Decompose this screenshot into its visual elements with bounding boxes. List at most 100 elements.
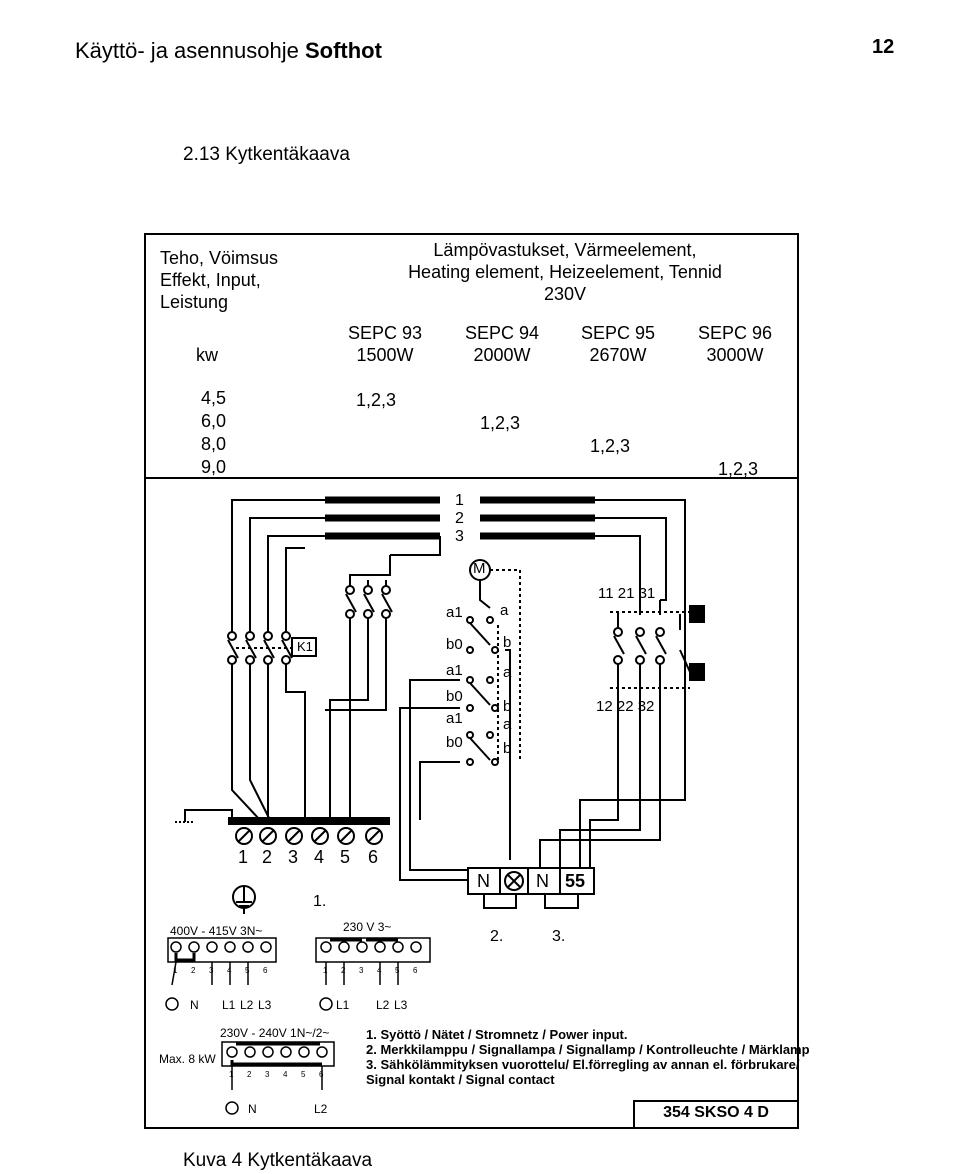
legend: 1. Syöttö / Nätet / Stromnetz / Power in… <box>366 1027 810 1087</box>
doc-code-box <box>633 1100 799 1129</box>
terminal-number-6: 6 <box>368 847 379 867</box>
title-prefix: Käyttö- ja asennusohje <box>75 38 299 63</box>
conn-230v1-label-l2: L2 <box>314 1102 328 1116</box>
conn-230v3-title: 230 V 3~ <box>343 920 392 934</box>
switch-label-b-2: b <box>503 698 512 715</box>
switch-label-b0-3: b0 <box>446 734 463 751</box>
motor <box>469 559 521 760</box>
element-number-2: 2 <box>455 510 464 527</box>
switch-label-a-3: a <box>503 716 512 733</box>
row-kw-45: 4,5 <box>200 388 226 408</box>
conn-230v3-num-5: 5 <box>395 966 400 975</box>
relay <box>539 605 705 870</box>
main-switches <box>325 536 441 820</box>
terminal-number-3: 3 <box>288 847 299 867</box>
conn-400v-title: 400V - 415V 3N~ <box>170 924 263 938</box>
mark-signal-lamp: 2. <box>490 928 504 945</box>
conn-400v-label-l2: L2 <box>240 998 254 1012</box>
contactor-label: K1 <box>297 639 313 654</box>
indicator-number: 55 <box>565 871 586 891</box>
terminal-number-5: 5 <box>340 847 351 867</box>
switch-label-a1-1: a1 <box>446 604 463 621</box>
switch-label-b-3: b <box>503 740 512 757</box>
conn-400v-label-l3: L3 <box>258 998 272 1012</box>
doc-code: 354 SKSO 4 D <box>663 1104 769 1121</box>
terminal-number-2: 2 <box>262 847 273 867</box>
conn-230v3-num-2: 2 <box>341 966 346 975</box>
switch-label-b-1: b <box>503 634 512 651</box>
conn-230v3-num-6: 6 <box>413 966 418 975</box>
row-value-sepc95: 1,2,3 <box>590 436 631 456</box>
figure-caption: Kuva 4 Kytkentäkaava <box>183 1150 373 1171</box>
mark-signal-contact: 3. <box>552 928 566 945</box>
conn-400v-num-2: 2 <box>191 966 196 975</box>
conn-230v1-num-2: 2 <box>247 1070 252 1079</box>
conn-400v-num-6: 6 <box>263 966 268 975</box>
switch-label-a1-2: a1 <box>446 662 463 679</box>
element-number-3: 3 <box>455 528 464 545</box>
legend-item-4: Signal kontakt / Signal contact <box>366 1072 555 1087</box>
section-title: 2.13 Kytkentäkaava <box>183 144 350 165</box>
mark-power-input: 1. <box>313 893 327 910</box>
document-title: Käyttö- ja asennusohje Softhot <box>75 38 382 64</box>
conn-400v-num-5: 5 <box>245 966 250 975</box>
page-number: 12 <box>872 36 895 58</box>
table-heading: Lämpövastukset, Värmeelement, Heating el… <box>408 240 722 304</box>
legend-item-2: 2. Merkkilamppu / Signallampa / Signalla… <box>366 1042 810 1057</box>
switch-label-b0-2: b0 <box>446 688 463 705</box>
indicator-box <box>467 867 595 909</box>
relay-bottom-label: 12 22 32 <box>596 698 655 715</box>
motor-label: M <box>473 560 486 577</box>
switch-label-b0-1: b0 <box>446 636 463 653</box>
conn-230v1-num-3: 3 <box>265 1070 270 1079</box>
conn-230v-1 <box>221 1041 335 1115</box>
row-kw-80: 8,0 <box>200 434 226 454</box>
terminal-number-1: 1 <box>238 847 249 867</box>
cam-switches <box>399 616 511 881</box>
row-value-sepc94: 1,2,3 <box>480 413 521 433</box>
conn-400v-num-3: 3 <box>209 966 214 975</box>
switch-label-a1-3: a1 <box>446 710 463 727</box>
diagram-frame <box>144 233 799 1129</box>
conn-230v1-label-n: N <box>248 1102 257 1116</box>
indicator-n1: N <box>477 871 490 891</box>
conn-400v-label-l1: L1 <box>222 998 236 1012</box>
conn-230v3-num-1: 1 <box>323 966 328 975</box>
legend-item-1: 1. Syöttö / Nätet / Stromnetz / Power in… <box>366 1027 628 1042</box>
conn-230v3-label-l2: L2 <box>376 998 390 1012</box>
row-value-sepc93: 1,2,3 <box>356 390 397 410</box>
conn-230v1-title: 230V - 240V 1N~/2~ <box>220 1026 330 1040</box>
legend-item-3: 3. Sähkölämmityksen vuorottelu/ El.förre… <box>366 1057 800 1072</box>
switch-label-a-2: a <box>503 664 512 681</box>
conn-400v-num-4: 4 <box>227 966 232 975</box>
conn-230v3-num-3: 3 <box>359 966 364 975</box>
conn-230v3-label-l1: L1 <box>336 998 350 1012</box>
title-product: Softhot <box>304 38 382 63</box>
conn-230v3-label-l3: L3 <box>394 998 408 1012</box>
conn-230v1-num-5: 5 <box>301 1070 306 1079</box>
terminal-number-4: 4 <box>314 847 325 867</box>
conn-230v1-num-6: 6 <box>319 1070 324 1079</box>
conn-230v1-max: Max. 8 kW <box>159 1052 216 1066</box>
relay-top-label: 11 21 31 <box>598 585 656 602</box>
conn-230v1-num-1: 1 <box>229 1070 234 1079</box>
power-label: Teho, Vöimsus Effekt, Input, Leistung <box>160 248 279 312</box>
heating-elements <box>325 496 595 540</box>
ground-symbol <box>232 885 256 914</box>
row-kw-60: 6,0 <box>200 411 226 431</box>
contactor-k1 <box>227 547 317 821</box>
element-number-1: 1 <box>455 492 464 509</box>
indicator-n2: N <box>536 871 549 891</box>
switch-label-a-1: a <box>500 602 509 619</box>
conn-230v3-num-4: 4 <box>377 966 382 975</box>
row-kw-90: 9,0 <box>200 457 226 477</box>
unit-label: kw <box>196 345 218 365</box>
conn-400v <box>165 937 277 1011</box>
conn-230v1-num-4: 4 <box>283 1070 288 1079</box>
conn-400v-label-n: N <box>190 998 199 1012</box>
